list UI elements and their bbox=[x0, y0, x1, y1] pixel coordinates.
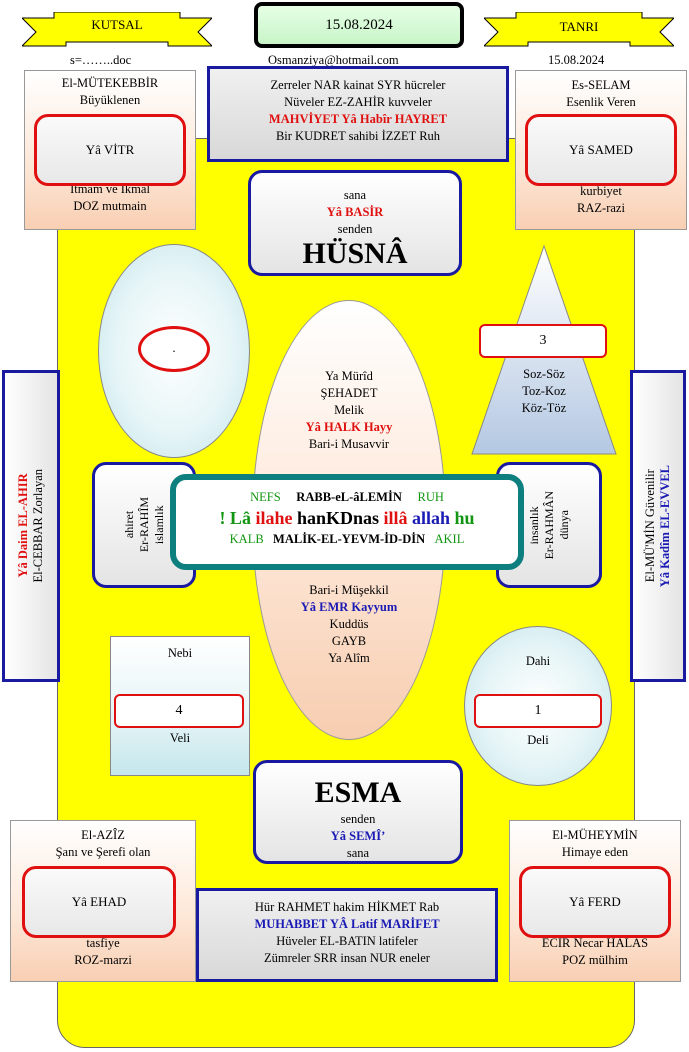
top-left-inner-box: Yâ VİTR bbox=[34, 114, 186, 186]
esma-title: ESMA bbox=[314, 776, 402, 809]
row3-malik: MALİK-EL-YEVM-İD-DİN bbox=[273, 532, 426, 546]
top-left-line1: El-MÜTEKEBBİR bbox=[61, 76, 159, 90]
left-side-line2: El-CEBBAR Zorlayan bbox=[31, 469, 45, 583]
ellipse-top-line3: Melik bbox=[334, 403, 364, 417]
center-ellipse-bottom-text: Bari-i Müşekkil Yâ EMR Kayyum Kuddüs GAY… bbox=[252, 582, 446, 667]
center-ellipse-top-text: Ya Mürîd ŞEHADET Melik Yâ HALK Hayy Bari… bbox=[252, 368, 446, 453]
row1-ruh: RUH bbox=[417, 490, 444, 504]
left-side-box: Yâ Daim EL-AHIR El-CEBBAR Zorlayan bbox=[2, 370, 60, 682]
top-left-line4: DOZ mutmain bbox=[73, 199, 147, 213]
esma-line1: senden bbox=[340, 812, 376, 826]
top-center-line4: Bir KUDRET sahibi İZZET Ruh bbox=[275, 129, 441, 143]
ellipse-top-line1: Ya Mürîd bbox=[325, 369, 373, 383]
right-lower-top: Dahi bbox=[525, 654, 551, 668]
husna-line3: senden bbox=[337, 222, 373, 236]
bottom-right-line2: Himaye eden bbox=[561, 845, 629, 859]
row2-illa: illâ bbox=[383, 508, 408, 528]
top-right-line1: Es-SELAM bbox=[571, 78, 631, 92]
right-ribbon-shape bbox=[484, 12, 674, 47]
right-mid-line1: insanlık bbox=[526, 506, 541, 544]
bottom-center-line2: MUHABBET YÂ Latif MARİFET bbox=[254, 917, 440, 931]
left-ribbon-shape bbox=[22, 12, 212, 47]
email-text: Osmanziya@hotmail.com bbox=[268, 53, 399, 67]
row2-ilahe: ilahe bbox=[255, 508, 293, 528]
right-lower-number-box: 1 bbox=[474, 694, 602, 728]
row2-la: ! Lâ bbox=[219, 508, 251, 528]
row3-kalb: KALB bbox=[229, 532, 264, 546]
left-ribbon-label: KUTSAL bbox=[91, 17, 143, 32]
right-mid-line3: dünya bbox=[556, 510, 571, 540]
bottom-center-line3: Hüveler EL-BATIN latifeler bbox=[276, 934, 418, 948]
right-ribbon-label: TANRI bbox=[559, 19, 599, 34]
top-right-line3: kurbiyet bbox=[580, 184, 622, 198]
row2-hu: hu bbox=[454, 508, 475, 528]
left-lower-bottom: Veli bbox=[169, 731, 191, 745]
row1-rabb: RABB-eL-âLEMİN bbox=[296, 490, 402, 504]
left-oval-inner: . bbox=[138, 326, 210, 372]
ellipse-bottom-line1: Bari-i Müşekkil bbox=[309, 583, 389, 597]
right-side-box: El-MÜ'MİN Güvenilir Yâ Kadîm EL-EVVEL bbox=[630, 370, 686, 682]
top-right-line2: Esenlik Veren bbox=[566, 95, 636, 109]
ellipse-top-line4: Yâ HALK Hayy bbox=[305, 420, 393, 434]
right-side-line2: Yâ Kadîm EL-EVVEL bbox=[658, 464, 672, 588]
row2-allah: allah bbox=[412, 508, 451, 528]
bottom-right-line4: POZ mülhim bbox=[562, 953, 628, 967]
ellipse-top-line2: ŞEHADET bbox=[320, 386, 378, 400]
husna-line1: sana bbox=[343, 188, 367, 202]
right-mid-line2: Er-RAHMÂN bbox=[541, 490, 556, 560]
left-side-line1: Yâ Daim EL-AHIR bbox=[16, 473, 30, 579]
esma-box: ESMA senden Yâ SEMÎ’ sana bbox=[253, 760, 463, 864]
ellipse-bottom-line5: Ya Alîm bbox=[328, 651, 370, 665]
row1-nefs: NEFS bbox=[250, 490, 281, 504]
row3-akil: AKIL bbox=[434, 532, 465, 546]
date-box: 15.08.2024 bbox=[254, 2, 464, 48]
triangle-number-box: 3 bbox=[479, 324, 607, 358]
esma-line3: sana bbox=[346, 846, 370, 860]
bottom-right-inner-box: Yâ FERD bbox=[519, 866, 671, 938]
ellipse-bottom-line2: Yâ EMR Kayyum bbox=[300, 600, 398, 614]
top-center-box: Zerreler NAR kainat SYR hücreler Nüveler… bbox=[207, 66, 509, 162]
ellipse-top-line5: Bari-i Musavvir bbox=[308, 437, 390, 451]
triangle-text: Soz-Söz Toz-Koz Köz-Töz bbox=[480, 366, 608, 417]
top-right-line4: RAZ-razi bbox=[577, 201, 625, 215]
top-center-line2: Nüveler EZ-ZAHİR kuvveler bbox=[284, 95, 432, 109]
husna-line2: Yâ BASİR bbox=[326, 205, 384, 219]
esma-line2: Yâ SEMÎ’ bbox=[330, 829, 386, 843]
bottom-center-line4: Zümreler SRR insan NUR eneler bbox=[264, 951, 430, 965]
triangle-line1: Soz-Söz bbox=[523, 367, 565, 381]
left-mid-line3: islamlık bbox=[151, 505, 166, 545]
bottom-left-line1: El-AZÎZ bbox=[81, 828, 125, 842]
triangle-line3: Köz-Töz bbox=[521, 401, 567, 415]
bottom-right-line1: El-MÜHEYMİN bbox=[552, 828, 638, 842]
husna-title: HÜSNÂ bbox=[302, 237, 408, 270]
ellipse-bottom-line4: GAYB bbox=[331, 634, 367, 648]
left-lower-top: Nebi bbox=[167, 646, 193, 660]
top-left-line2: Büyüklenen bbox=[79, 93, 141, 107]
left-lower-number-box: 4 bbox=[114, 694, 244, 728]
right-side-line1: El-MÜ'MİN Güvenilir bbox=[643, 469, 657, 583]
top-center-line3: MAHVİYET Yâ Habîr HAYRET bbox=[268, 112, 448, 126]
top-right-inner-box: Yâ SAMED bbox=[525, 114, 677, 186]
bottom-center-box: Hür RAHMET hakim HİKMET Rab MUHABBET YÂ … bbox=[196, 888, 498, 982]
top-center-line1: Zerreler NAR kainat SYR hücreler bbox=[270, 78, 446, 92]
left-mid-line1: ahiret bbox=[121, 511, 136, 539]
ellipse-bottom-line3: Kuddüs bbox=[329, 617, 369, 631]
bottom-left-inner-box: Yâ EHAD bbox=[22, 866, 176, 938]
husna-box: sana Yâ BASİR senden HÜSNÂ bbox=[248, 170, 462, 276]
bottom-center-line1: Hür RAHMET hakim HİKMET Rab bbox=[254, 900, 440, 914]
left-file-name: s=……..doc bbox=[70, 53, 132, 67]
left-mid-line2: Er-RAHÎM bbox=[136, 497, 151, 553]
center-teal-box: NEFS RABB-eL-âLEMİN RUH ! Lâ ilahe hanKD… bbox=[170, 474, 524, 570]
right-date-text: 15.08.2024 bbox=[548, 53, 605, 67]
right-lower-bottom: Deli bbox=[527, 733, 549, 747]
bottom-left-line3: tasfiye bbox=[86, 936, 120, 950]
bottom-left-line4: ROZ-marzi bbox=[74, 953, 132, 967]
bottom-right-line3: ECİR Necar HALAS bbox=[541, 936, 649, 950]
bottom-left-line2: Şanı ve Şerefi olan bbox=[55, 845, 151, 859]
triangle-line2: Toz-Koz bbox=[522, 384, 566, 398]
row2-hankdnas: hanKDnas bbox=[296, 508, 379, 528]
